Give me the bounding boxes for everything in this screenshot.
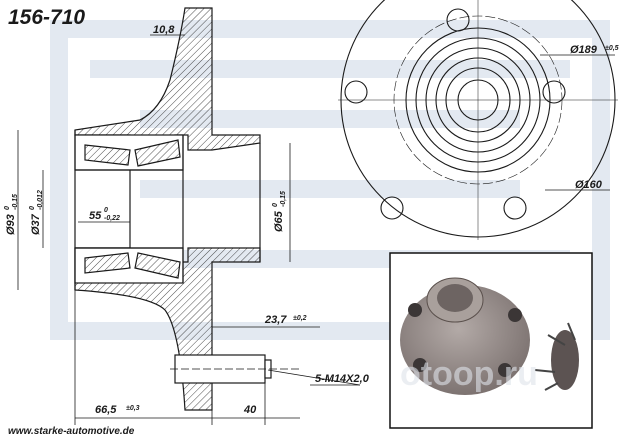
website-link[interactable]: www.starke-automotive.de: [8, 426, 135, 437]
part-number-title: 156-710: [8, 6, 85, 29]
length-label: 66,5: [95, 404, 117, 416]
hub-front-view: [338, 0, 618, 240]
width-label: 55: [89, 210, 102, 222]
offset-label: 23,7: [264, 314, 287, 326]
bore-lower: -0,012: [37, 190, 44, 210]
width-lower: -0,22: [104, 215, 120, 222]
bore-upper: 0: [29, 206, 36, 210]
bolt-circle-label: Ø160: [575, 179, 603, 191]
hub-cross-section: [74, 7, 300, 411]
product-photo: [389, 252, 593, 429]
offset-tol: ±0,2: [293, 315, 307, 322]
outer-diameter-label: Ø189: [570, 44, 598, 56]
flange-thickness-label: 10,8: [153, 24, 175, 36]
pilot-lower: -0,15: [280, 191, 287, 207]
pilot-upper: 0: [272, 203, 279, 207]
dimension-labels: 10,8 Ø189 ±0,5 Ø160 Ø93 0 -0,15 Ø37 0 -0…: [4, 24, 619, 416]
stud-length-label: 40: [243, 404, 257, 416]
studs-label: 5-M14X2,0: [315, 373, 370, 385]
outer-diameter-tol: ±0,5: [605, 45, 619, 52]
length-tol: ±0,3: [126, 405, 140, 412]
bearing-od-upper: 0: [4, 206, 11, 210]
bearing-od-label: Ø93: [5, 214, 17, 235]
pilot-label: Ø65: [273, 210, 285, 232]
watermark: otoop.ru: [400, 355, 538, 393]
width-upper: 0: [104, 207, 108, 214]
dimension-lines: [17, 34, 361, 425]
bore-label: Ø37: [30, 213, 42, 235]
bearing-od-lower: -0,15: [12, 194, 19, 210]
